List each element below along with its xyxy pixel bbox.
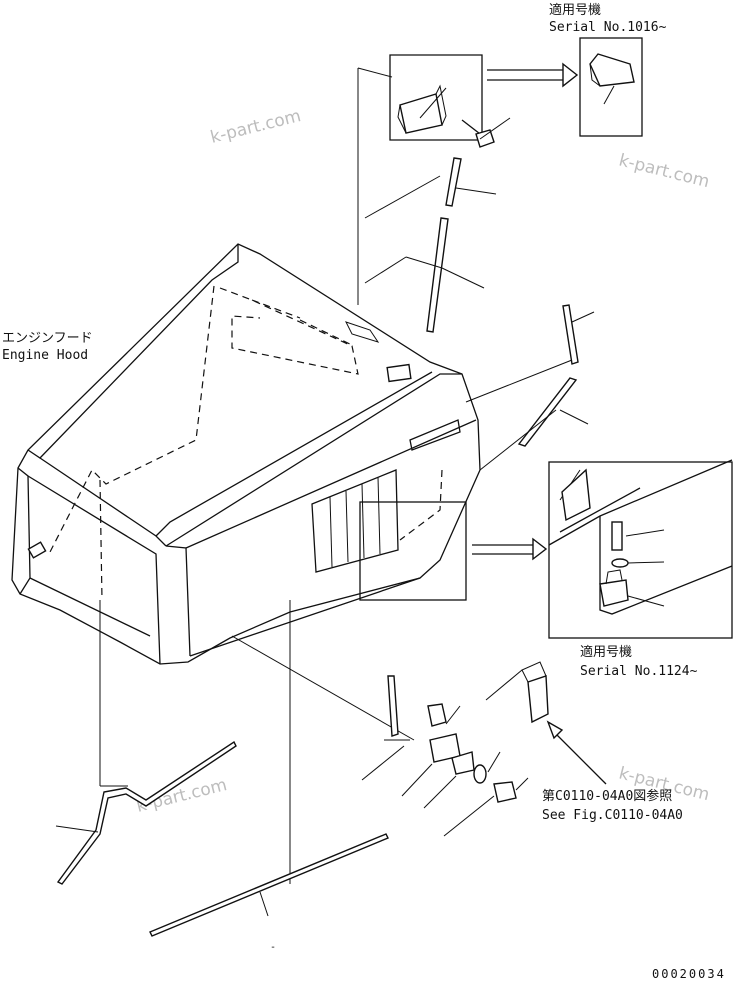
watermark: k-part.com — [617, 150, 712, 192]
small-mark: - — [270, 942, 276, 953]
engine-hood-label-jp: エンジンフード — [2, 331, 93, 346]
bent-rod — [55, 740, 237, 885]
bottom-seal-strip — [149, 833, 389, 937]
bracket-part — [485, 661, 607, 785]
top-serial-label: Serial No.1016~ — [549, 20, 667, 35]
right-applicability-jp: 適用号機 — [580, 644, 632, 660]
top-applicability-jp: 適用号機 — [549, 2, 601, 18]
serial-1016-detail-box — [579, 37, 643, 137]
latch-assembly — [231, 635, 529, 837]
bolt-icon — [461, 117, 511, 148]
arrow-right-icon — [472, 537, 548, 561]
engine-hood — [11, 243, 481, 665]
watermark: k-part.com — [208, 106, 303, 148]
engine-hood-label-en: Engine Hood — [2, 348, 88, 363]
latch-zoom-frame — [359, 501, 467, 601]
seal-strip — [364, 157, 497, 219]
seal-strip-right — [465, 304, 595, 471]
reference-label-jp: 第C0110-04A0図参照 — [542, 788, 672, 804]
right-serial-label: Serial No.1124~ — [580, 664, 698, 679]
seal-strip-long — [364, 217, 485, 333]
serial-1124-detail-box — [548, 459, 733, 639]
arrow-right-icon — [487, 62, 579, 88]
hood-leaders — [99, 600, 291, 884]
figure-number: 00020034 — [652, 967, 726, 981]
top-bracket-detail — [357, 54, 511, 305]
reference-label-en: See Fig.C0110-04A0 — [542, 808, 683, 823]
